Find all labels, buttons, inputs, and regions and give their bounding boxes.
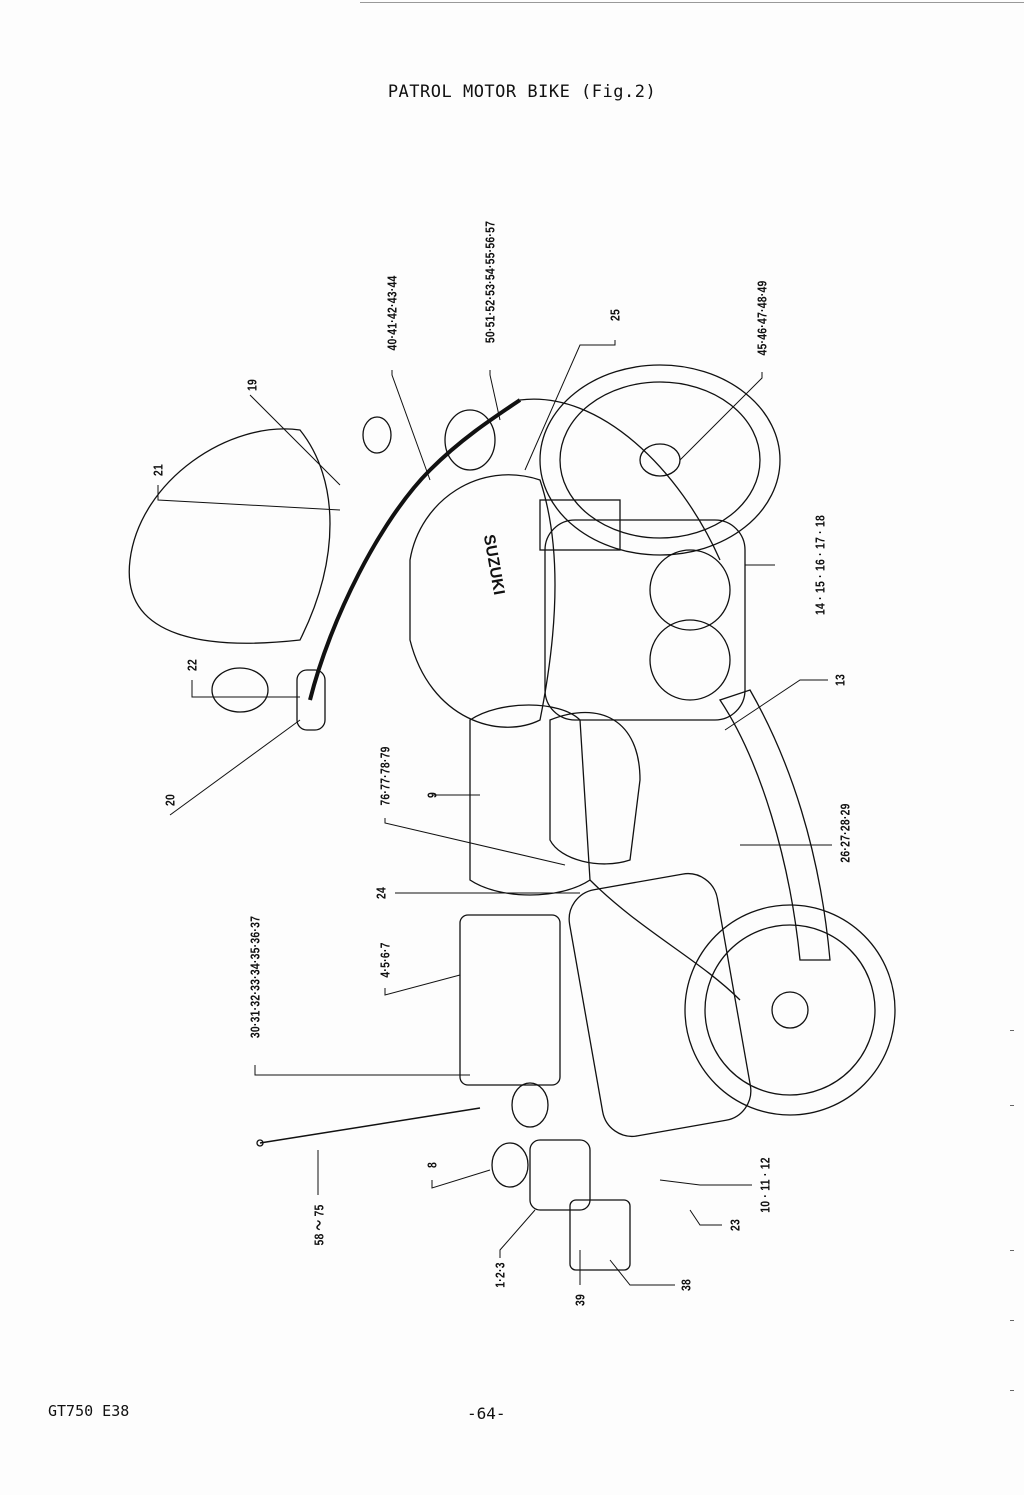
margin-tick	[1010, 1030, 1014, 1031]
engine	[544, 519, 746, 721]
margin-tick	[1010, 1250, 1014, 1251]
callout-22: 22	[184, 658, 200, 672]
headlamp	[444, 409, 496, 471]
callout-1-3: 1·2·3	[492, 1262, 508, 1288]
callout-58-75: 58 〜 75	[311, 1204, 327, 1246]
callout-21: 21	[150, 463, 166, 477]
margin-tick	[1010, 1320, 1014, 1321]
antenna	[259, 1107, 481, 1144]
callout-39: 39	[572, 1293, 588, 1307]
radiator	[539, 499, 621, 551]
callout-19: 19	[244, 378, 260, 392]
figure-title: PATROL MOTOR BIKE (Fig.2)	[387, 82, 657, 102]
callout-20: 20	[162, 793, 178, 807]
callout-23: 23	[727, 1218, 743, 1232]
margin-tick	[1010, 1105, 1014, 1106]
callout-14-18: 14 · 15 · 16 · 17 · 18	[812, 514, 828, 616]
radio-box	[459, 914, 561, 1086]
callout-13: 13	[832, 673, 848, 687]
callout-10-12: 10 · 11 · 12	[757, 1157, 773, 1213]
model-code: GT750 E38	[48, 1402, 130, 1420]
callout-8: 8	[424, 1161, 440, 1169]
callout-38: 38	[678, 1278, 694, 1292]
handlebar	[308, 398, 522, 701]
seat	[469, 704, 591, 896]
callout-25: 25	[607, 308, 623, 322]
callout-40-44: 40·41·42·43·44	[384, 275, 400, 351]
saddlebag	[568, 872, 752, 1138]
top-rule	[360, 2, 1024, 3]
margin-tick	[1010, 1390, 1014, 1391]
page-number: -64-	[467, 1404, 506, 1423]
callout-30-37: 30·31·32·33·34·35·36·37	[247, 915, 263, 1039]
callout-4-7: 4·5·6·7	[377, 942, 393, 978]
rear-light-box	[529, 1139, 591, 1211]
callout-50-57: 50·51·52·53·54·55·56·57	[482, 220, 498, 344]
mirror	[211, 667, 269, 713]
callout-76-79: 76·77·78·79	[377, 746, 393, 806]
grip	[296, 669, 326, 731]
callout-24: 24	[373, 886, 389, 900]
callout-45-49: 45·46·47·48·49	[754, 280, 770, 356]
tail-lamp	[491, 1142, 529, 1188]
windshield	[128, 428, 331, 644]
fuel-tank	[409, 474, 556, 728]
callout-26-29: 26·27·28·29	[837, 803, 853, 863]
exhaust-pipe	[718, 689, 831, 961]
rear-wheel	[684, 904, 896, 1116]
front-wheel	[539, 364, 781, 556]
side-cover	[549, 711, 641, 865]
callout-9: 9	[424, 791, 440, 799]
